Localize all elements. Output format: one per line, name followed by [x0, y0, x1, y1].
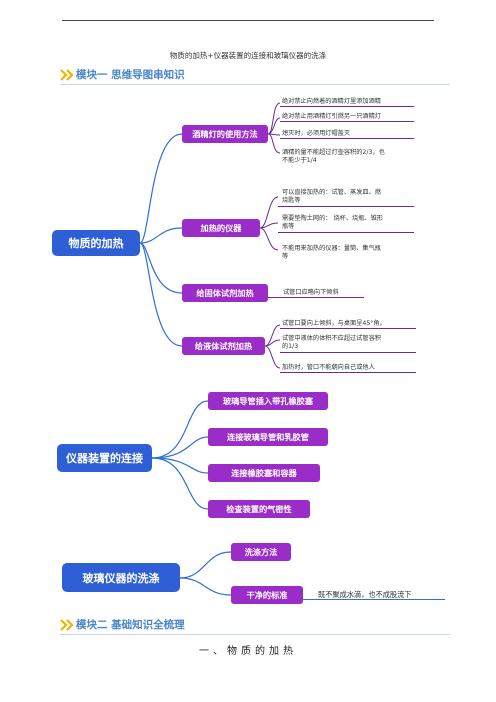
connection-root-node: 仪器装置的连接: [57, 444, 152, 472]
leaf-no-heat-a: 不能用来加热的仪器：量筒、集气瓶: [282, 245, 381, 252]
leaf-direct-heat-b: 烧匙等: [282, 197, 301, 204]
leaf-liquid-rule-2a: 试管中液体的体积不应超过试管容积: [282, 335, 381, 342]
branch-heating-solid: 给固体试剂加热: [182, 284, 268, 302]
leaf-underline: [280, 138, 414, 139]
branch-heating-instruments: 加热的仪器: [182, 219, 260, 237]
leaf-underline: [303, 599, 445, 600]
leaf-underline: [280, 121, 414, 122]
leaf-lamp-rule-3: 熄灭时，必须用灯帽盖灭: [282, 130, 351, 137]
module-one-underline: [60, 84, 450, 85]
leaf-no-heat-b: 等: [282, 253, 289, 260]
leaf-gauze-heat-b: 瓶等: [282, 223, 295, 230]
leaf-solid-heating: 试管口应略向下倾斜: [283, 289, 339, 296]
branch-airtightness-check: 检查装置的气密性: [208, 500, 310, 518]
module-two-underline: [60, 634, 450, 635]
module-one-header: 模块一 思维导图串知识: [60, 67, 450, 85]
leaf-liquid-rule-2b: 的1/3: [282, 343, 299, 350]
section-heading: 一、物质的加热: [199, 646, 297, 657]
header-rule: [62, 20, 434, 21]
leaf-lamp-rule-1: 绝对禁止向燃着的酒精灯里添加酒精: [282, 98, 381, 105]
document-title: 物质的加热+仪器装置的连接和玻璃仪器的洗涤: [169, 51, 327, 60]
leaf-clean-standard: 既不聚成水滴，也不成股流下: [318, 590, 412, 599]
branch-clean-standard: 干净的标准: [231, 586, 303, 604]
leaf-underline: [280, 352, 416, 353]
washing-root-node: 玻璃仪器的洗涤: [62, 563, 180, 592]
leaf-lamp-rule-4a: 酒精的量不能超过灯壶容积的2/3，也: [282, 149, 385, 156]
leaf-underline: [280, 106, 414, 107]
branch-heating-liquid: 给液体试剂加热: [182, 337, 265, 355]
branch-stopper-to-vessel: 连接橡胶塞和容器: [208, 464, 320, 482]
leaf-underline: [278, 232, 414, 233]
leaf-lamp-rule-2: 绝对禁止用酒精灯引燃另一只酒精灯: [282, 113, 381, 120]
leaf-underline: [280, 372, 416, 373]
leaf-liquid-rule-3: 加热时，管口不能朝向自己或他人: [282, 364, 375, 371]
leaf-lamp-rule-4b: 不能少于1/4: [282, 157, 317, 164]
branch-tube-to-hose: 连接玻璃导管和乳胶管: [208, 428, 328, 446]
double-chevron-icon: [60, 619, 74, 631]
module-two-header: 模块二 基础知识全梳理: [60, 617, 450, 635]
double-chevron-icon: [60, 69, 74, 81]
branch-alcohol-lamp: 酒精灯的使用方法: [182, 125, 268, 143]
module-one-title: 模块一 思维导图串知识: [76, 69, 185, 81]
leaf-liquid-rule-1: 试管口要向上倾斜，与桌面呈45°角。: [282, 320, 386, 327]
branch-washing-method: 洗涤方法: [231, 543, 291, 561]
leaf-underline: [280, 328, 416, 329]
leaf-underline: [278, 206, 414, 207]
branch-insert-tube: 玻璃导管插入带孔橡胶塞: [208, 392, 328, 410]
heating-root-node: 物质的加热: [52, 230, 140, 256]
leaf-gauze-heat-a: 需要垫陶土网的： 烧杯、烧瓶、锥形: [282, 215, 383, 222]
leaf-direct-heat-a: 可以直接加热的：试管、蒸发皿、燃: [282, 189, 381, 196]
module-two-title: 模块二 基础知识全梳理: [76, 619, 185, 631]
leaf-underline: [268, 297, 364, 298]
